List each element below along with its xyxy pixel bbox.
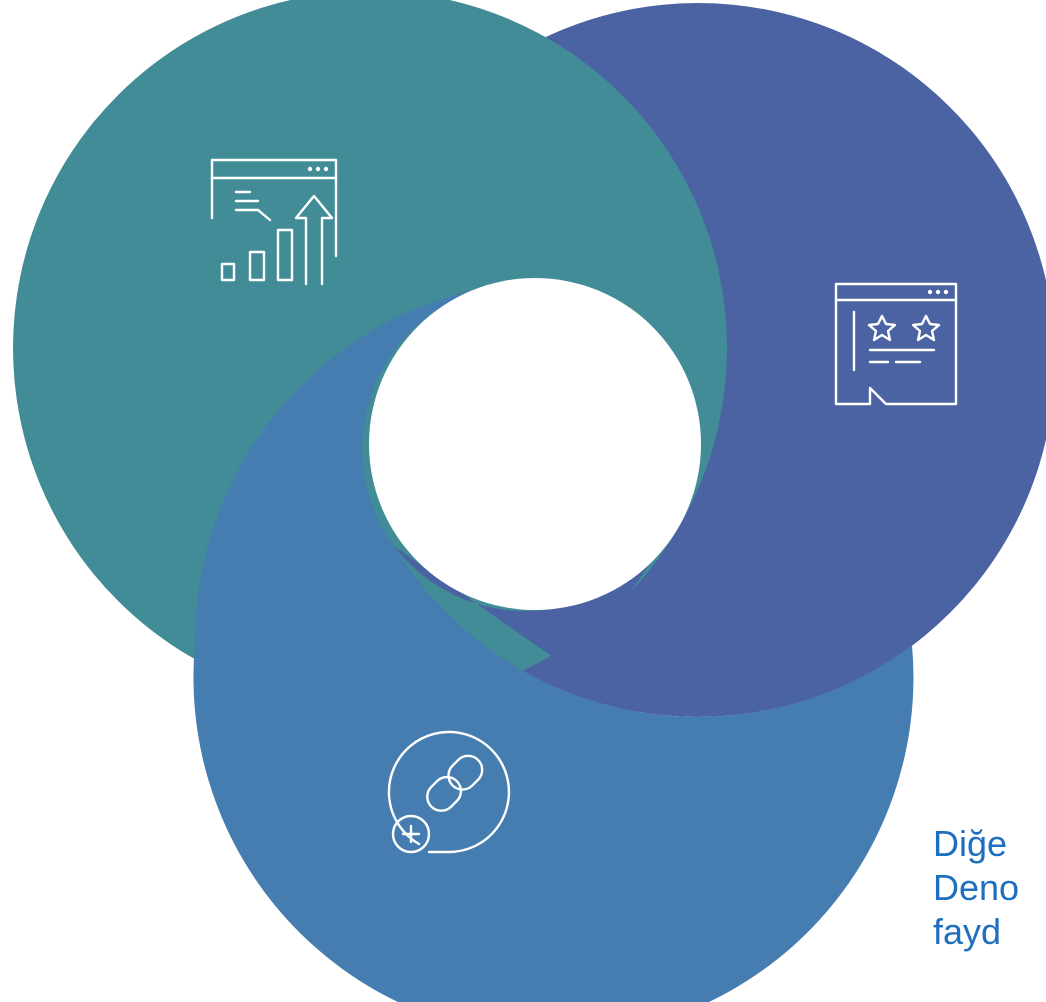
rating-review-window-icon [834, 282, 958, 406]
caption-line-2: Deno [933, 867, 1020, 908]
blue-circle [193, 284, 914, 1002]
caption-line-3: fayd [933, 911, 1002, 952]
caption-line-1: Diğe [933, 823, 1008, 864]
growth-chart-window-icon [210, 158, 338, 286]
link-add-icon [387, 730, 511, 854]
indigo-overlap [394, 470, 690, 662]
center-hole [369, 278, 701, 610]
